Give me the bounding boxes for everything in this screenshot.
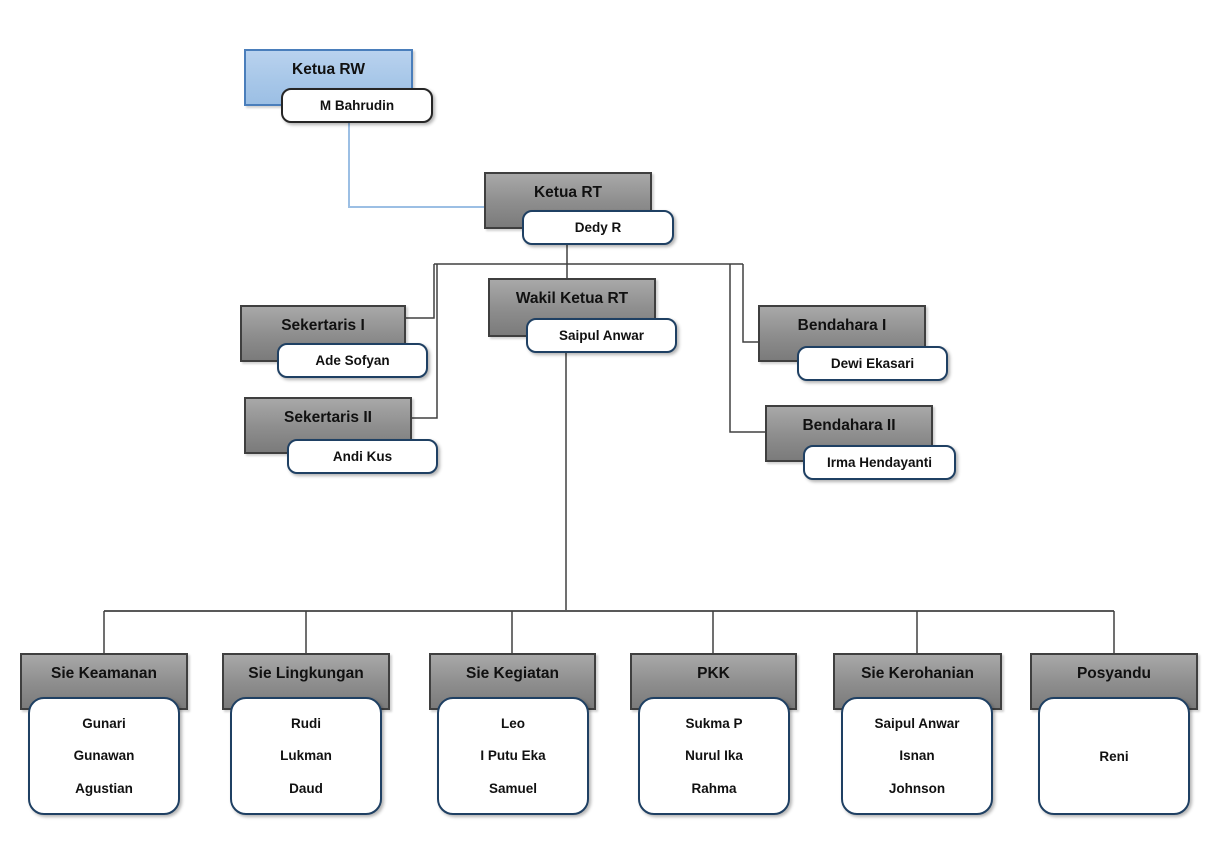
member-name: Gunari	[82, 715, 126, 731]
committee-members-sie-kegiatan: Leo I Putu Eka Samuel	[437, 697, 589, 815]
node-name-sekertaris-2: Andi Kus	[287, 439, 438, 474]
member-name: Samuel	[488, 781, 538, 797]
node-name-bendahara-1: Dewi Ekasari	[797, 346, 948, 381]
member-name: Gunawan	[73, 748, 135, 764]
node-name-ketua-rt: Dedy R	[522, 210, 674, 245]
committee-members-sie-lingkungan: Rudi Lukman Daud	[230, 697, 382, 815]
member-name: Reni	[1099, 748, 1129, 764]
role-label: Sekertaris II	[284, 409, 372, 426]
committee-title: Sie Kegiatan	[465, 665, 560, 682]
member-name: Daud	[289, 781, 323, 797]
role-label: Ketua RW	[292, 61, 365, 78]
member-name: Sukma P	[685, 715, 743, 731]
member-name: Lukman	[280, 748, 332, 764]
role-label: Bendahara II	[802, 417, 896, 434]
member-name: I Putu Eka	[480, 748, 546, 764]
member-name: Leo	[500, 715, 525, 731]
committee-title: Sie Kerohanian	[861, 665, 974, 682]
person-name: Irma Hendayanti	[826, 455, 933, 470]
person-name: Saipul Anwar	[558, 328, 644, 343]
role-label: Sekertaris I	[281, 317, 365, 334]
role-label: Ketua RT	[533, 184, 603, 201]
member-name: Nurul Ika	[685, 748, 743, 764]
node-name-sekertaris-1: Ade Sofyan	[277, 343, 428, 378]
node-name-ketua-rw: M Bahrudin	[281, 88, 433, 123]
node-name-wakil-ketua-rt: Saipul Anwar	[526, 318, 677, 353]
person-name: Dedy R	[574, 220, 622, 235]
committee-members-posyandu: Reni	[1038, 697, 1190, 815]
member-name: Isnan	[899, 748, 935, 764]
node-name-bendahara-2: Irma Hendayanti	[803, 445, 956, 480]
role-label: Bendahara I	[797, 317, 887, 334]
person-name: Ade Sofyan	[315, 353, 390, 368]
person-name: Andi Kus	[332, 449, 393, 464]
committee-title: Sie Keamanan	[51, 665, 157, 682]
person-name: Dewi Ekasari	[830, 356, 915, 371]
committee-members-sie-keamanan: Gunari Gunawan Agustian	[28, 697, 180, 815]
person-name: M Bahrudin	[319, 98, 395, 113]
member-name: Rahma	[691, 781, 737, 797]
member-name: Agustian	[75, 781, 133, 797]
committee-members-pkk: Sukma P Nurul Ika Rahma	[638, 697, 790, 815]
committee-title: Sie Lingkungan	[248, 665, 364, 682]
committee-title: Posyandu	[1076, 665, 1152, 682]
member-name: Rudi	[291, 715, 321, 731]
committee-members-sie-kerohanian: Saipul Anwar Isnan Johnson	[841, 697, 993, 815]
member-name: Saipul Anwar	[874, 715, 960, 731]
member-name: Johnson	[888, 781, 946, 797]
role-label: Wakil Ketua RT	[515, 290, 629, 307]
committee-title: PKK	[697, 665, 730, 682]
